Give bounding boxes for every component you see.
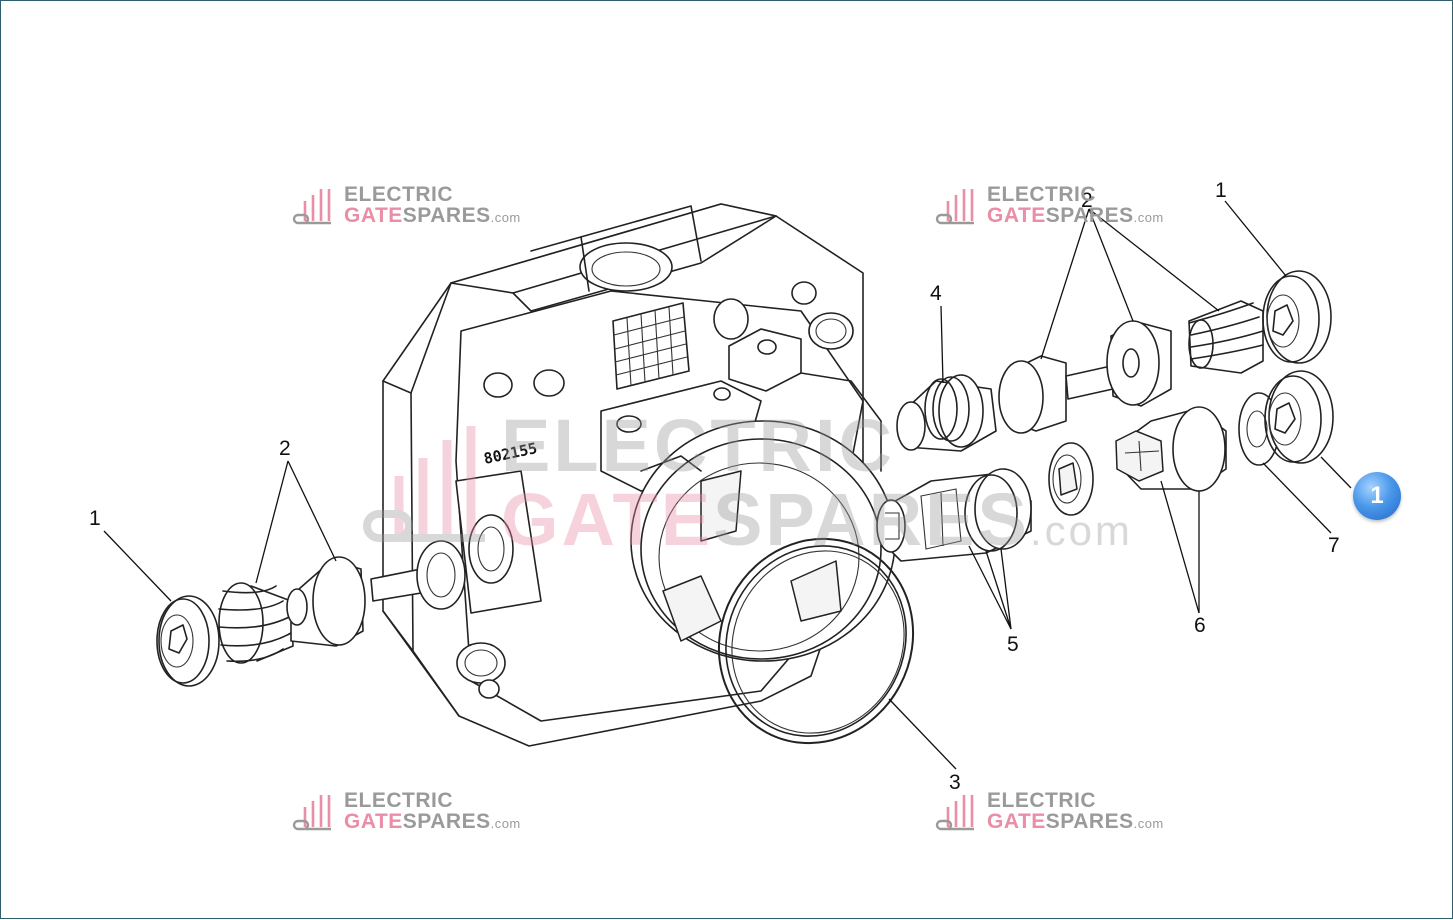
watermark-logo-icon [292,189,331,225]
watermark-logo-icon [935,189,974,225]
hotspot-badge[interactable]: 1 [1353,472,1401,520]
watermark-top-left: ELECTRIC GATESPARES.com [344,183,521,227]
leader-lines [103,200,1352,770]
watermark-large-logo-icon [363,426,485,542]
callout-o-ring: 3 [949,771,961,794]
watermark-logo-icon [935,795,974,831]
watermark-center: ELECTRIC GATESPARES.com [501,404,1133,561]
right-lower-valve-assembly [876,370,1334,562]
left-valve-assembly [156,540,466,687]
callout-numbers: 1 2 1 2 4 3 5 6 7 [89,179,1340,794]
watermark-bottom-left: ELECTRIC GATESPARES.com [344,789,521,833]
callout-left-plug: 1 [89,507,101,530]
callout-washer: 7 [1328,534,1340,557]
callout-right-spring-piston: 2 [1081,189,1093,212]
watermark-logo-icon [292,795,331,831]
right-upper-valve-assembly [896,270,1332,452]
o-ring [717,537,915,745]
callout-fitting: 4 [930,282,942,305]
pump-housing: 802155 [382,203,896,747]
callout-left-spring-piston: 2 [279,437,291,460]
callout-valve: 6 [1194,614,1206,637]
watermark-top-right: ELECTRIC GATESPARES.com [987,183,1164,227]
callout-right-plug: 1 [1215,179,1227,202]
callout-check-valve: 5 [1007,633,1019,656]
watermark-bottom-right: ELECTRIC GATESPARES.com [987,789,1164,833]
